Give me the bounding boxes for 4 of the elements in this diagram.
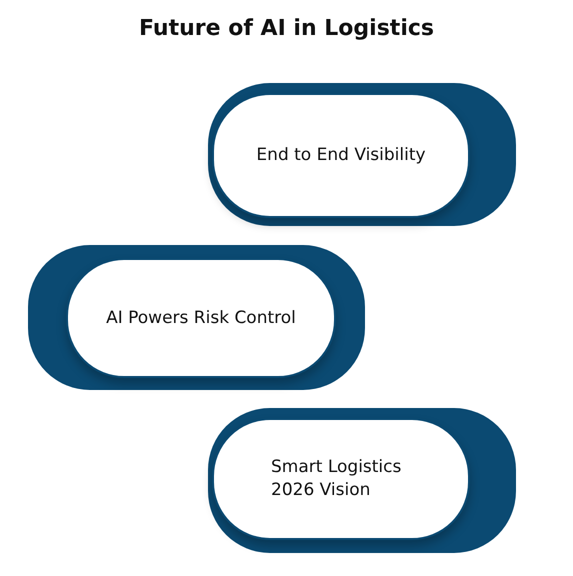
node-label: Smart Logistics 2026 Vision (271, 456, 402, 502)
node-label: AI Powers Risk Control (106, 306, 296, 330)
diagram-title: Future of AI in Logistics (138, 16, 435, 41)
node-label: End to End Visibility (256, 144, 426, 167)
